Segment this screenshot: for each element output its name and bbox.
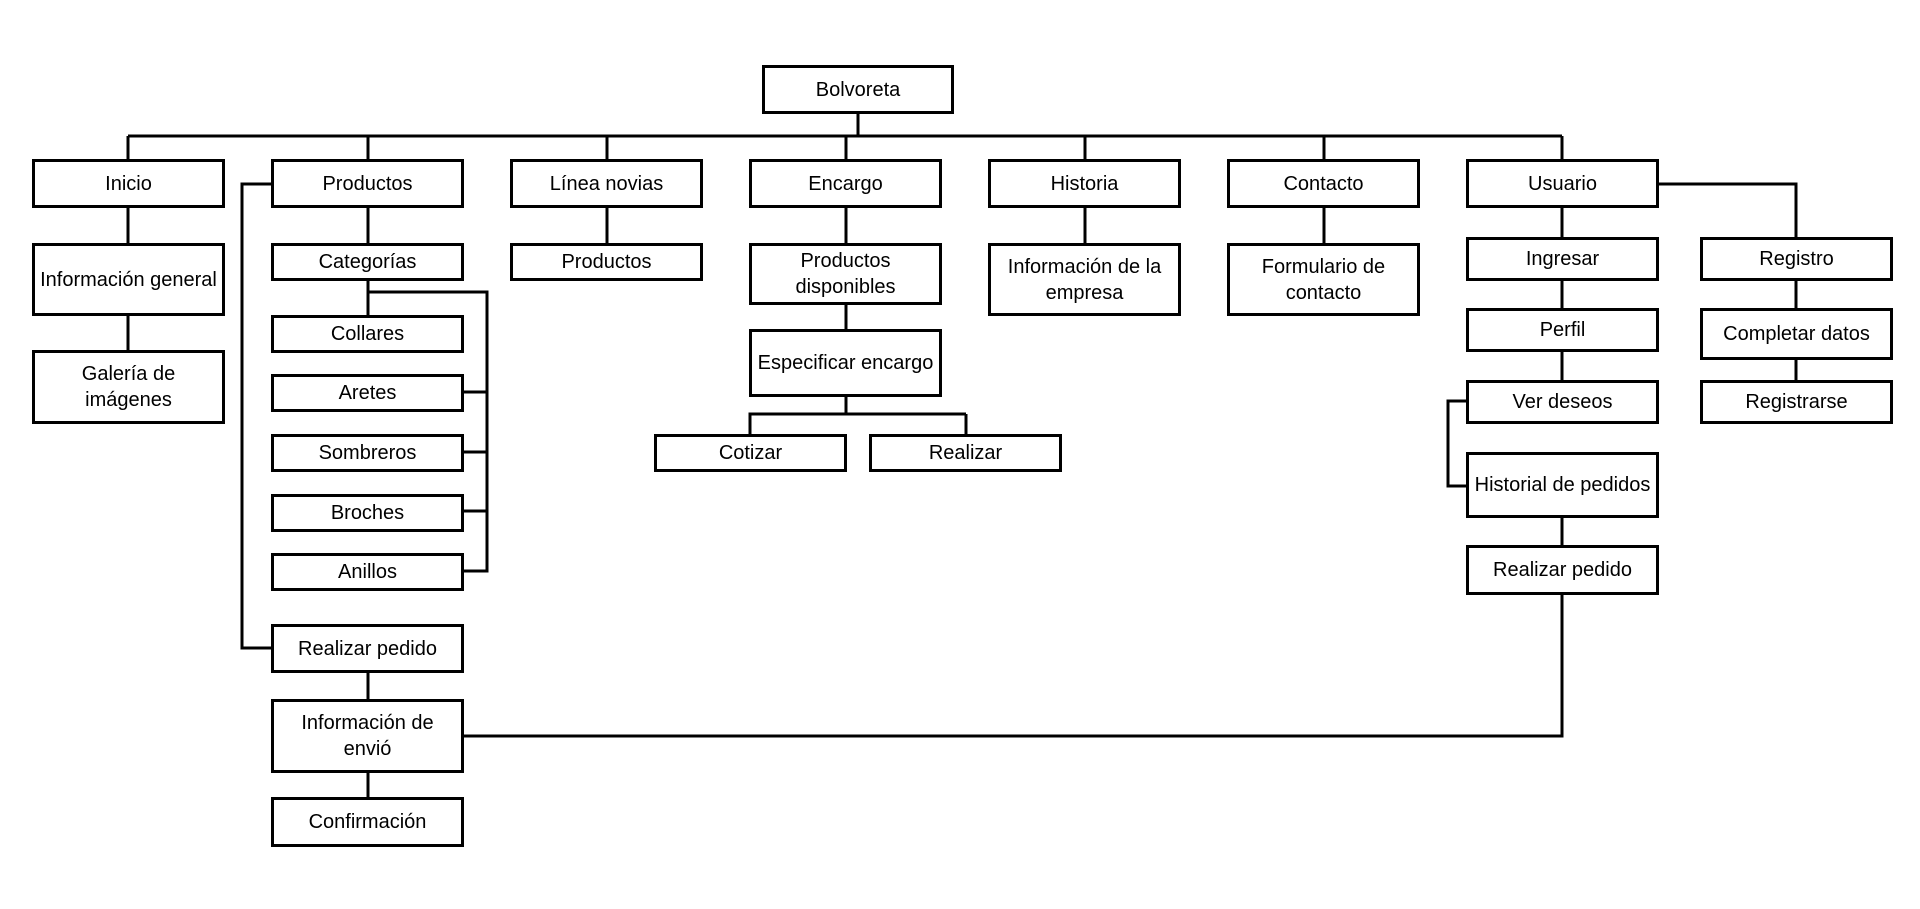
node-sombreros: Sombreros (271, 434, 464, 472)
node-informacion-empresa: Información de la empresa (988, 243, 1181, 316)
node-inicio: Inicio (32, 159, 225, 208)
node-completar-datos: Completar datos (1700, 308, 1893, 360)
node-perfil: Perfil (1466, 308, 1659, 352)
node-especificar-encargo: Especificar encargo (749, 329, 942, 397)
node-collares: Collares (271, 315, 464, 353)
node-contacto: Contacto (1227, 159, 1420, 208)
node-usuario: Usuario (1466, 159, 1659, 208)
node-historia: Historia (988, 159, 1181, 208)
node-informacion-general: Información general (32, 243, 225, 316)
node-registrarse: Registrarse (1700, 380, 1893, 424)
node-realizar-encargo: Realizar (869, 434, 1062, 472)
node-cotizar: Cotizar (654, 434, 847, 472)
node-anillos: Anillos (271, 553, 464, 591)
node-productos: Productos (271, 159, 464, 208)
node-formulario-contacto: Formulario de contacto (1227, 243, 1420, 316)
node-ingresar: Ingresar (1466, 237, 1659, 281)
node-historial-pedidos: Historial de pedidos (1466, 452, 1659, 518)
node-encargo: Encargo (749, 159, 942, 208)
node-productos-disponibles: Productos disponibles (749, 243, 942, 305)
node-linea-novias: Línea novias (510, 159, 703, 208)
node-informacion-envio: Información de envió (271, 699, 464, 773)
node-linea-novias-productos: Productos (510, 243, 703, 281)
node-ver-deseos: Ver deseos (1466, 380, 1659, 424)
node-realizar-pedido-productos: Realizar pedido (271, 624, 464, 673)
node-broches: Broches (271, 494, 464, 532)
node-registro: Registro (1700, 237, 1893, 281)
node-categorias: Categorías (271, 243, 464, 281)
node-confirmacion: Confirmación (271, 797, 464, 847)
node-realizar-pedido-usuario: Realizar pedido (1466, 545, 1659, 595)
node-root: Bolvoreta (762, 65, 954, 114)
node-aretes: Aretes (271, 374, 464, 412)
node-galeria-imagenes: Galería de imágenes (32, 350, 225, 424)
